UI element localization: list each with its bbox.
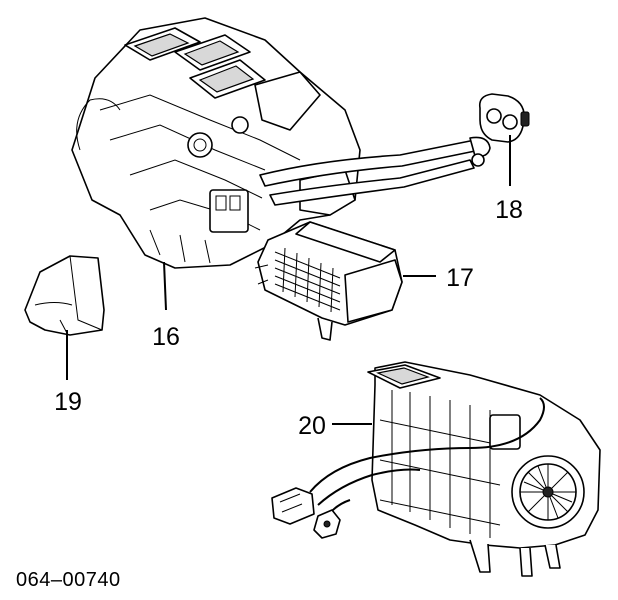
- part-19-cover-shield[interactable]: [24, 255, 105, 336]
- part-17-heater-core[interactable]: [254, 221, 403, 341]
- callout-19: 19: [54, 388, 82, 416]
- callout-16: 16: [152, 323, 180, 351]
- leader-lines: [66, 135, 511, 425]
- callout-17: 17: [446, 264, 474, 292]
- part-16-hvac-housing[interactable]: [71, 17, 491, 269]
- part-20-blower-housing[interactable]: [271, 361, 601, 577]
- callout-18: 18: [495, 196, 523, 224]
- diagram-reference-number: 064–00740: [16, 569, 121, 591]
- callout-20: 20: [298, 412, 326, 440]
- part-18-grommet[interactable]: [478, 93, 530, 143]
